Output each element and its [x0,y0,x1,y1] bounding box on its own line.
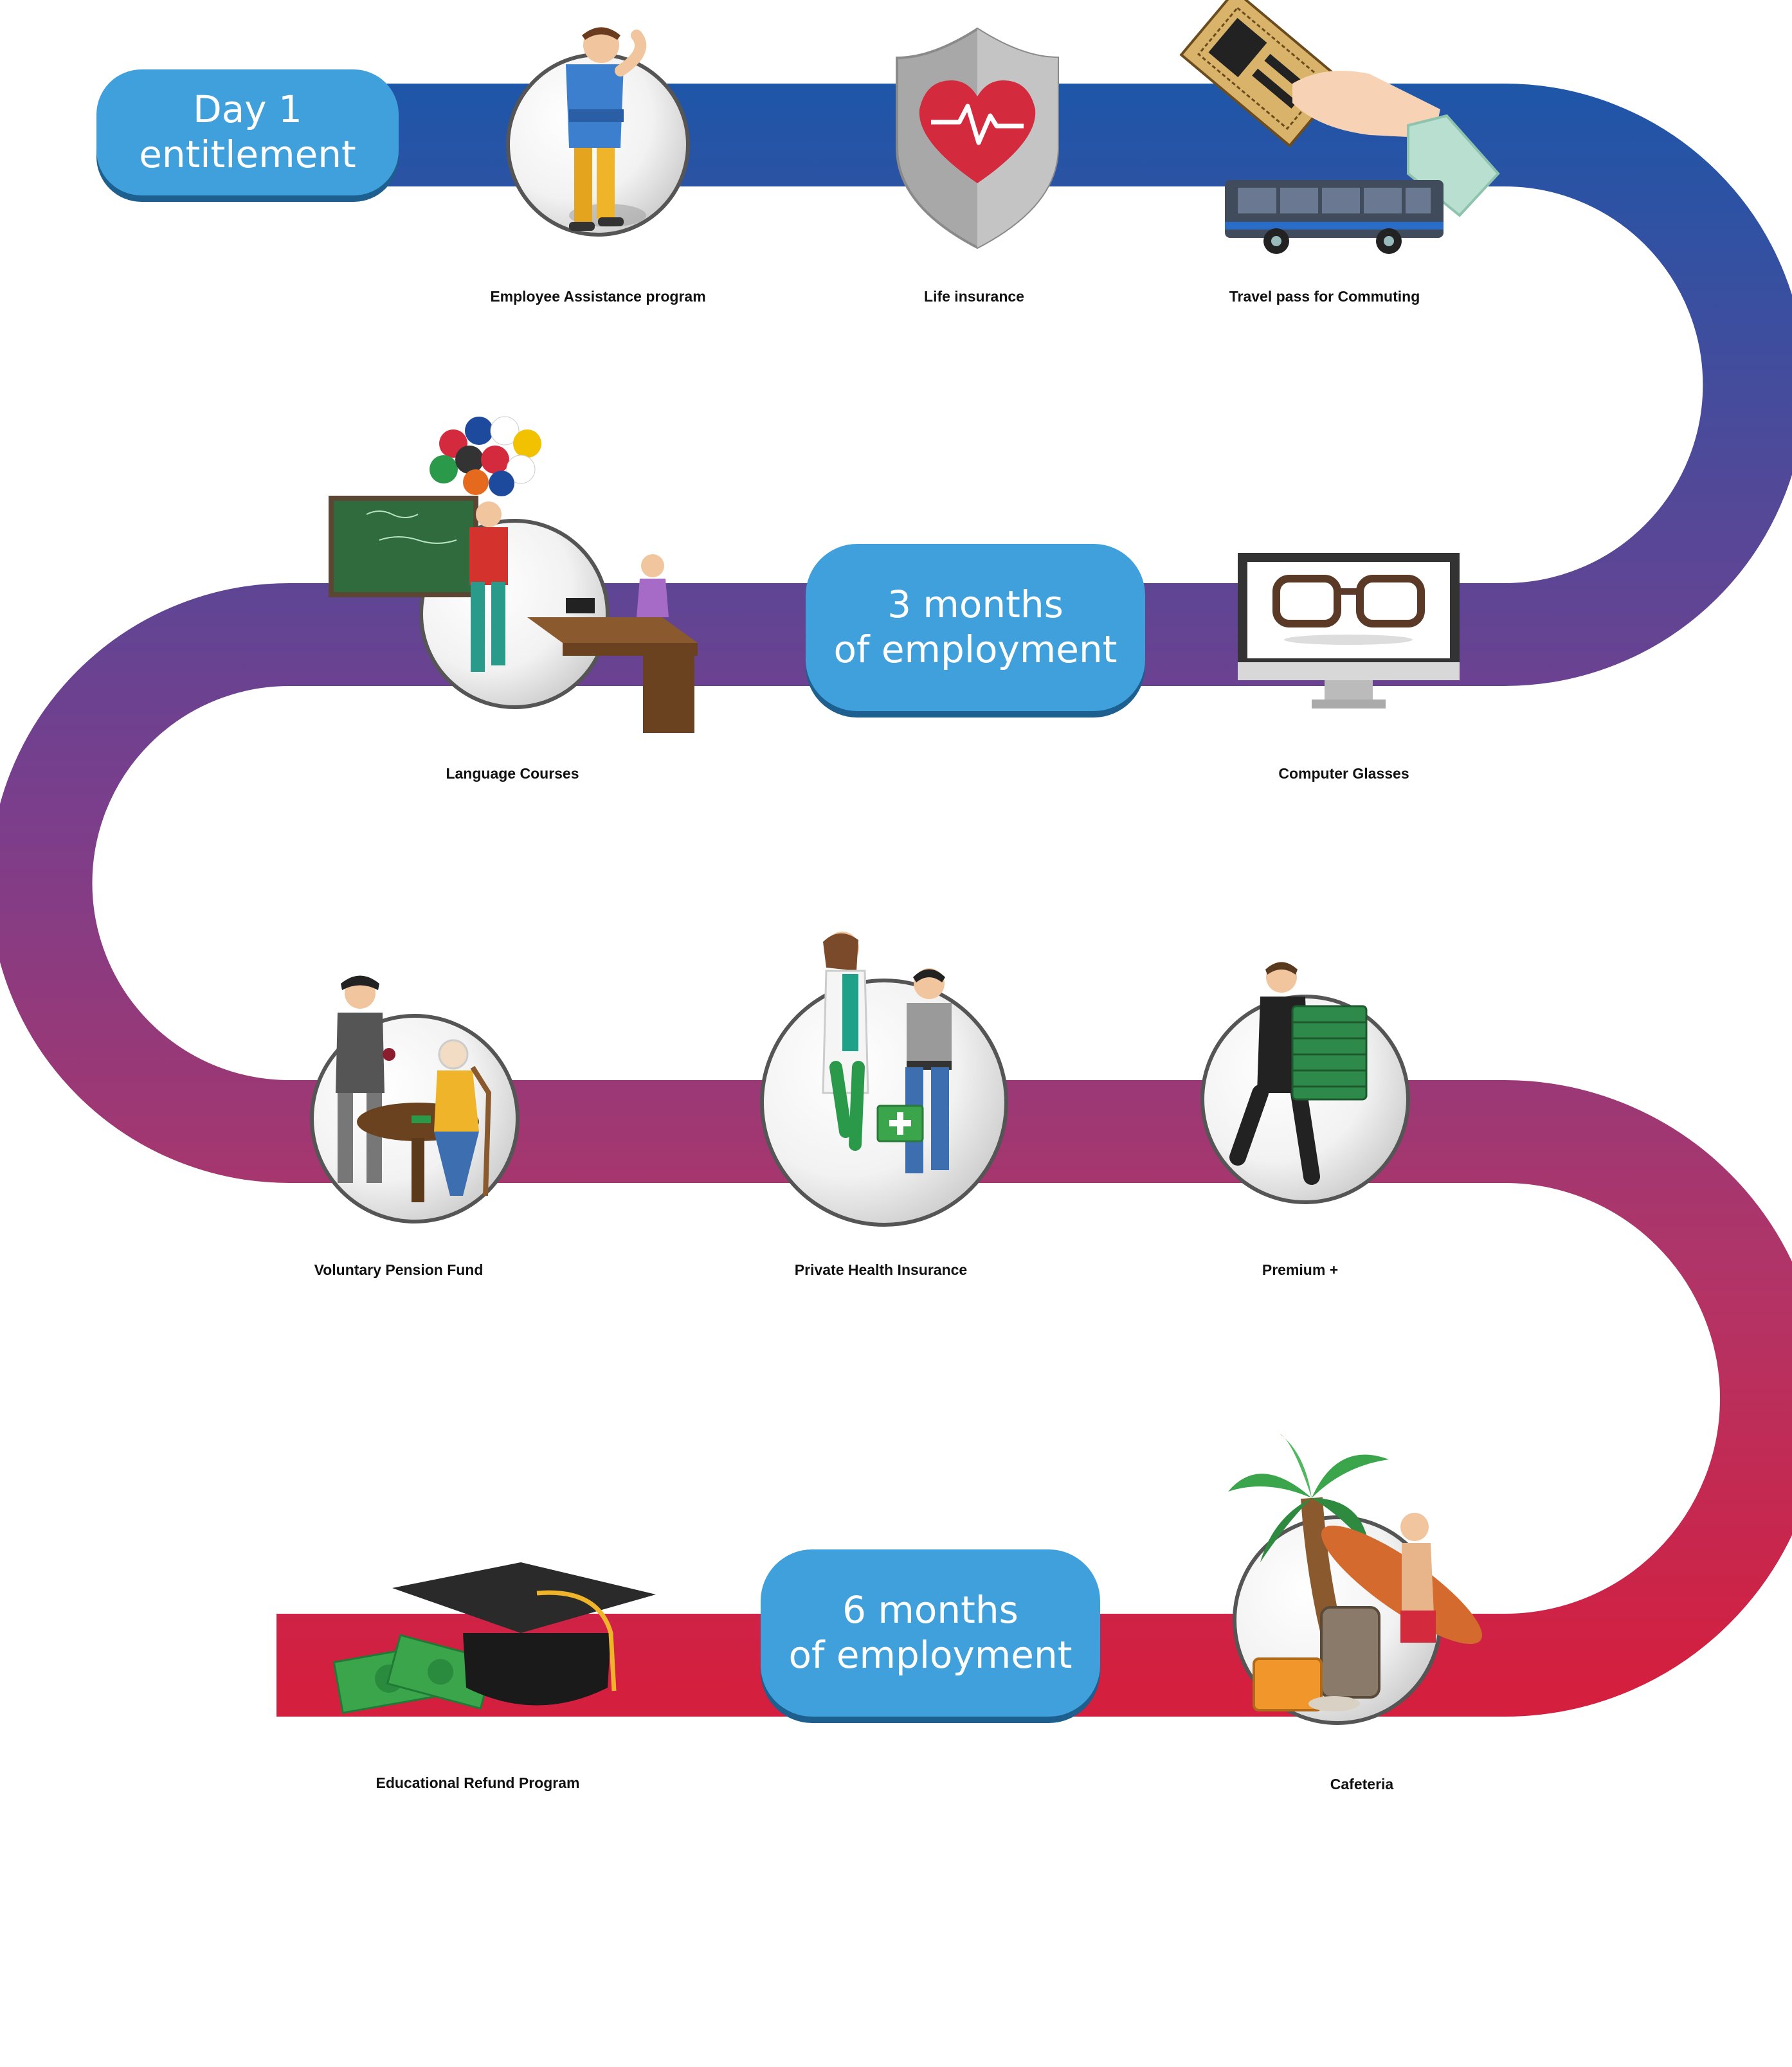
monitor-glasses-icon [1238,553,1460,709]
heart-shield-icon [896,27,1059,249]
retiree-cafe-icon [310,975,520,1223]
milestone-day1: Day 1 entitlement [96,69,399,195]
money-stack-icon [1200,962,1410,1204]
milestone-3-months-line1: 3 months [887,582,1063,627]
timeline-road [0,84,1792,1717]
benefit-label-employee-assistance: Employee Assistance program [490,288,706,305]
milestone-6-months: 6 months of employment [761,1549,1100,1717]
benefit-label-computer-glasses: Computer Glasses [1278,765,1409,782]
graduation-cap-money-icon [332,1562,656,1714]
doctor-patient-icon [760,932,1008,1227]
benefit-label-life-insurance: Life insurance [924,288,1024,305]
benefit-label-private-health: Private Health Insurance [794,1261,968,1278]
thinking-man-icon [506,27,690,237]
milestone-3-months: 3 months of employment [806,544,1145,711]
bus-ticket-icon [1179,0,1500,254]
benefit-label-educational-refund: Educational Refund Program [376,1774,580,1791]
language-class-icon [329,416,698,733]
milestone-day1-line1: Day 1 [193,87,302,132]
benefit-label-voluntary-pension: Voluntary Pension Fund [314,1261,484,1278]
benefit-label-cafeteria: Cafeteria [1330,1776,1394,1792]
milestone-6-months-line1: 6 months [842,1588,1018,1632]
milestone-3-months-line2: of employment [833,627,1118,671]
milestone-day1-line2: entitlement [139,132,356,176]
vacation-palm-icon [1228,1434,1482,1725]
milestone-6-months-line2: of employment [788,1633,1072,1677]
benefit-label-premium-plus: Premium + [1262,1261,1339,1278]
benefit-label-language-courses: Language Courses [446,765,579,782]
benefit-label-travel-pass: Travel pass for Commuting [1229,288,1420,305]
